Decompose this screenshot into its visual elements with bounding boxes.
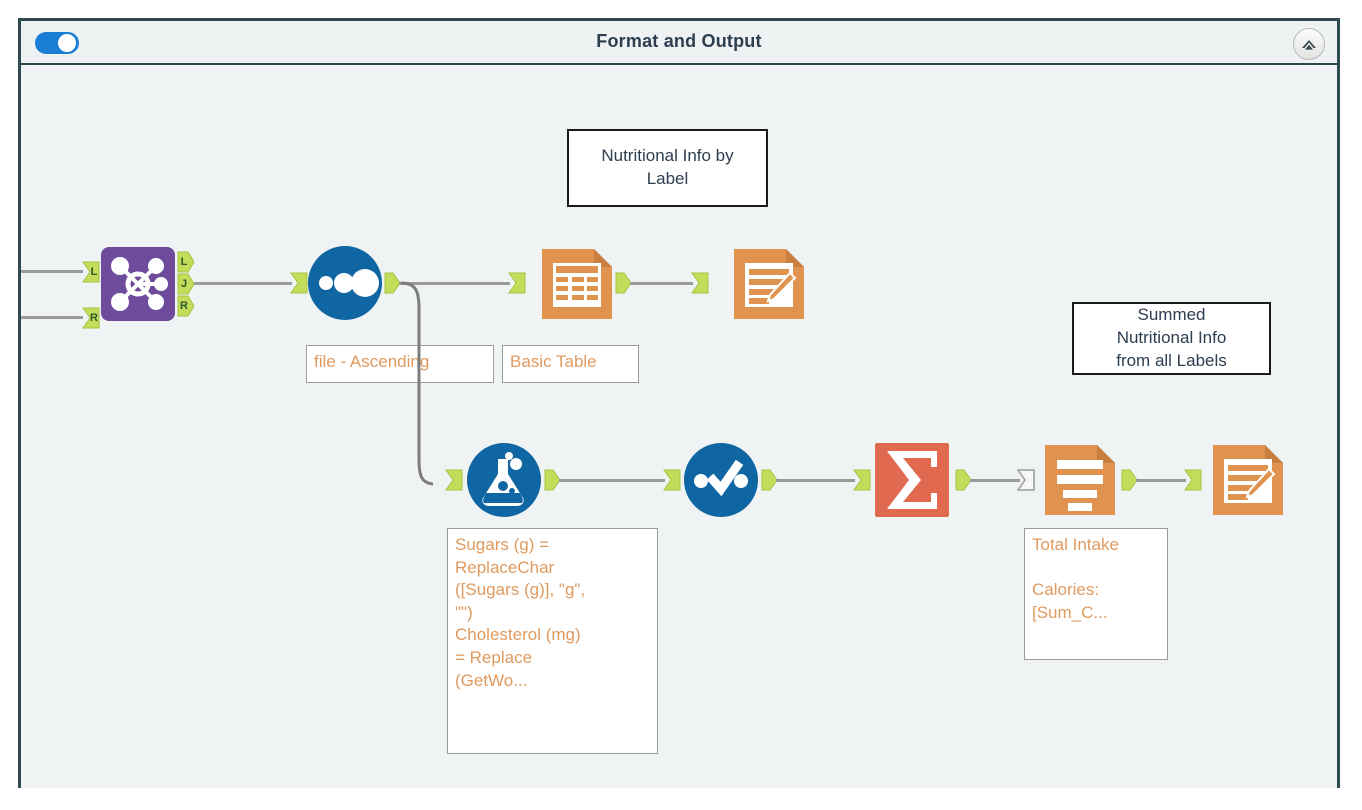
wire-formula-to-select bbox=[559, 479, 665, 482]
table-annotation: Basic Table bbox=[502, 345, 639, 383]
join-input-anchor-right[interactable]: R bbox=[82, 307, 100, 329]
join-output-anchor-left[interactable]: L bbox=[177, 251, 195, 273]
text-document-icon bbox=[1043, 445, 1117, 521]
render-tool-bottom[interactable] bbox=[1211, 443, 1285, 517]
report-text-input-anchor[interactable] bbox=[1017, 469, 1035, 491]
sort-input-anchor[interactable] bbox=[290, 272, 308, 294]
summarize-input-anchor[interactable] bbox=[853, 469, 871, 491]
select-input-anchor[interactable] bbox=[663, 469, 681, 491]
select-tool[interactable] bbox=[684, 443, 758, 517]
comment-nutritional-info[interactable]: Nutritional Info by Label bbox=[567, 129, 768, 207]
formula-input-anchor[interactable] bbox=[445, 469, 463, 491]
workflow-canvas[interactable]: L R bbox=[21, 65, 1337, 788]
formula-annotation: Sugars (g) = ReplaceChar ([Sugars (g)], … bbox=[447, 528, 658, 754]
select-output-anchor[interactable] bbox=[761, 469, 778, 491]
join-nodes-icon bbox=[101, 257, 175, 325]
wire-summarize-to-report-text bbox=[970, 479, 1020, 482]
sort-tool[interactable] bbox=[308, 246, 382, 320]
wire-sort-to-table bbox=[399, 282, 510, 285]
collapse-button[interactable] bbox=[1293, 28, 1325, 60]
join-output-anchor-left-label: L bbox=[180, 256, 188, 268]
table-output-anchor[interactable] bbox=[615, 272, 632, 294]
table-input-anchor[interactable] bbox=[508, 272, 526, 294]
wire-incoming-left bbox=[21, 270, 83, 273]
table-tool[interactable] bbox=[540, 247, 614, 321]
container-enable-toggle[interactable] bbox=[35, 32, 79, 54]
sigma-icon bbox=[875, 451, 949, 521]
report-text-annotation: Total Intake Calories: [Sum_C... bbox=[1024, 528, 1168, 660]
sort-dots-icon bbox=[308, 269, 382, 324]
container-title: Format and Output bbox=[596, 31, 762, 51]
summarize-output-anchor[interactable] bbox=[955, 469, 972, 491]
join-output-anchor-right-label: R bbox=[180, 300, 188, 312]
render-document-pencil-icon bbox=[1211, 445, 1285, 521]
wire-select-to-summarize bbox=[776, 479, 855, 482]
wire-join-to-sort bbox=[194, 282, 292, 285]
join-input-anchor-left[interactable]: L bbox=[82, 261, 100, 283]
flask-icon bbox=[467, 452, 541, 521]
wire-table-to-render-top bbox=[630, 282, 693, 285]
workflow-container: Format and Output L R bbox=[18, 18, 1340, 788]
sort-annotation: file - Ascending bbox=[306, 345, 494, 383]
wire-sort-to-formula bbox=[400, 281, 434, 486]
sort-output-anchor[interactable] bbox=[384, 272, 401, 294]
join-output-anchor-join-label: J bbox=[180, 278, 188, 290]
table-grid-icon bbox=[540, 249, 614, 325]
comment-summed-info[interactable]: Summed Nutritional Info from all Labels bbox=[1072, 302, 1271, 375]
wire-incoming-right bbox=[21, 316, 83, 319]
render-top-input-anchor[interactable] bbox=[691, 272, 709, 294]
report-text-output-anchor[interactable] bbox=[1121, 469, 1138, 491]
wire-report-text-to-render-bottom bbox=[1136, 479, 1186, 482]
report-text-tool[interactable] bbox=[1043, 443, 1117, 517]
formula-tool[interactable] bbox=[467, 443, 541, 517]
join-input-anchor-left-label: L bbox=[90, 266, 98, 278]
summarize-tool[interactable] bbox=[875, 443, 949, 517]
render-tool-top[interactable] bbox=[732, 247, 806, 321]
join-output-anchor-right[interactable]: R bbox=[177, 295, 195, 317]
checkmark-dots-icon bbox=[684, 459, 758, 521]
formula-output-anchor[interactable] bbox=[544, 469, 561, 491]
container-titlebar: Format and Output bbox=[21, 21, 1337, 65]
join-tool[interactable] bbox=[101, 247, 175, 321]
join-output-anchor-join[interactable]: J bbox=[177, 273, 195, 295]
render-bottom-input-anchor[interactable] bbox=[1184, 469, 1202, 491]
join-input-anchor-right-label: R bbox=[90, 312, 98, 324]
render-document-pencil-icon bbox=[732, 249, 806, 325]
toggle-knob bbox=[58, 34, 76, 52]
